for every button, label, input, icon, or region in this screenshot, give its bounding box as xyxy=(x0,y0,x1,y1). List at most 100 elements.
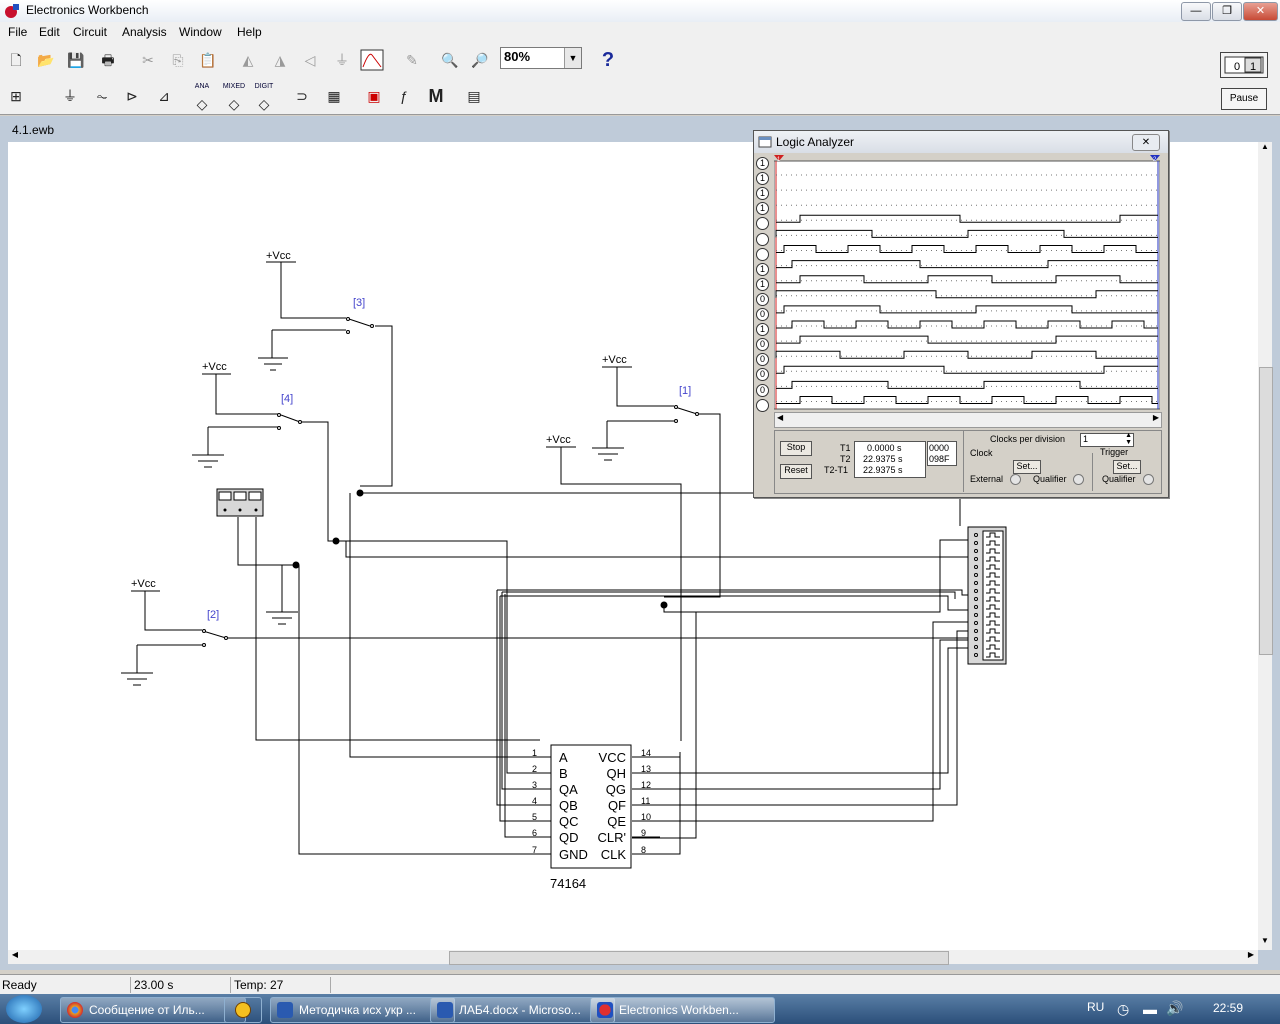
menu-help[interactable]: Help xyxy=(237,25,262,39)
connector-pin[interactable] xyxy=(974,541,978,545)
analog-ics-bin-icon[interactable]: ANA◇ xyxy=(188,82,216,112)
logic-gates-bin-icon[interactable]: ⊃ xyxy=(296,88,308,104)
taskbar-item-ewb[interactable]: Electronics Workben... xyxy=(590,997,775,1023)
clock-qualifier-radio[interactable] xyxy=(1073,474,1084,485)
stop-button[interactable]: Stop xyxy=(780,441,812,456)
scroll-down-icon[interactable]: ▼ xyxy=(1261,936,1269,945)
mixed-ics-bin-icon[interactable]: MIXED◇ xyxy=(222,83,246,112)
scroll-right-icon[interactable]: ▶ xyxy=(1152,413,1159,422)
horizontal-scrollbar[interactable]: ◀ ▶ xyxy=(8,950,1258,965)
save-icon[interactable]: 💾 xyxy=(67,52,85,68)
taskbar-item-chrome[interactable]: Сообщение от Иль... xyxy=(60,997,246,1023)
cursor-2-marker[interactable] xyxy=(1150,155,1160,161)
diodes-bin-icon[interactable]: ⊳ xyxy=(126,88,138,104)
spinner-up-icon[interactable]: ▲ xyxy=(1125,432,1132,439)
waveform-display[interactable]: 1 2 xyxy=(774,155,1160,411)
menu-circuit[interactable]: Circuit xyxy=(73,25,108,39)
scroll-right-icon[interactable]: ▶ xyxy=(1247,950,1255,959)
volume-icon[interactable]: 🔊 xyxy=(1166,1000,1184,1016)
flip-horizontal-icon[interactable]: ◮ xyxy=(274,52,286,68)
sources-bin-icon[interactable]: ⏚ xyxy=(63,88,77,104)
transistors-bin-icon[interactable]: ⊿ xyxy=(158,88,170,104)
vertical-scroll-thumb[interactable] xyxy=(1259,367,1273,655)
connector-pin[interactable] xyxy=(974,637,978,641)
help-button[interactable]: ? xyxy=(601,49,615,71)
connector-pin[interactable] xyxy=(974,645,978,649)
logic-analyzer-connector[interactable] xyxy=(967,526,1007,665)
menu-window[interactable]: Window xyxy=(179,25,222,39)
scroll-up-icon[interactable]: ▲ xyxy=(1261,142,1269,151)
reset-button[interactable]: Reset xyxy=(780,464,812,479)
connector-pin[interactable] xyxy=(974,589,978,593)
network-icon[interactable]: ▬ xyxy=(1143,1001,1157,1017)
connector-pin[interactable] xyxy=(974,629,978,633)
menu-file[interactable]: File xyxy=(8,25,28,39)
digital-bin-icon[interactable]: ▦ xyxy=(327,88,341,104)
cursor-1-marker[interactable] xyxy=(774,155,784,161)
taskbar-item-word-2[interactable]: ЛАБ4.docx - Microso... xyxy=(430,997,615,1023)
favorites-bin-icon[interactable]: ⊞ xyxy=(10,88,22,104)
start-button[interactable] xyxy=(6,995,42,1023)
create-subcircuit-icon[interactable] xyxy=(358,46,386,74)
connector-pin[interactable] xyxy=(974,581,978,585)
miscellaneous-bin-icon[interactable]: M xyxy=(428,86,444,106)
minimize-button[interactable]: — xyxy=(1181,2,1211,21)
connector-pin[interactable] xyxy=(974,613,978,617)
cut-icon[interactable]: ✂ xyxy=(142,52,154,68)
connector-pin[interactable] xyxy=(974,597,978,601)
system-clock[interactable]: 22:59 xyxy=(1213,1001,1244,1015)
new-file-icon[interactable]: 🗋 xyxy=(10,52,22,68)
external-radio[interactable] xyxy=(1010,474,1021,485)
pause-button[interactable]: Pause xyxy=(1221,88,1267,110)
open-folder-icon[interactable]: 📂 xyxy=(37,52,55,68)
description-icon[interactable]: ✎ xyxy=(406,52,418,68)
horizontal-scroll-thumb[interactable] xyxy=(449,951,949,965)
connector-pin[interactable] xyxy=(974,573,978,577)
connector-pin[interactable] xyxy=(974,549,978,553)
menu-edit[interactable]: Edit xyxy=(39,25,60,39)
language-indicator[interactable]: RU xyxy=(1087,1000,1105,1014)
menu-analysis[interactable]: Analysis xyxy=(122,25,167,39)
clock-icon[interactable]: ◷ xyxy=(1117,1001,1130,1017)
flip-vertical-icon[interactable]: ◁ xyxy=(304,52,316,68)
scroll-left-icon[interactable]: ◀ xyxy=(777,413,784,422)
connector-pin[interactable] xyxy=(974,533,978,537)
function-generator[interactable] xyxy=(216,488,264,517)
trigger-set-button[interactable]: Set... xyxy=(1113,460,1141,474)
rotate-icon[interactable]: ◭ xyxy=(242,52,254,68)
copy-icon[interactable]: ⎘ xyxy=(172,52,184,68)
paste-icon[interactable]: 📋 xyxy=(199,52,217,68)
chevron-down-icon[interactable]: ▼ xyxy=(564,48,581,68)
zoom-in-icon[interactable]: 🔎 xyxy=(471,52,489,68)
zoom-select[interactable]: 80% ▼ xyxy=(500,47,582,69)
basic-bin-icon[interactable]: ⏦ xyxy=(96,88,108,104)
logic-analyzer-close-button[interactable]: ✕ xyxy=(1132,134,1160,151)
connector-pin[interactable] xyxy=(974,565,978,569)
connector-pin[interactable] xyxy=(974,653,978,657)
connector-pin[interactable] xyxy=(974,621,978,625)
trigger-qualifier-radio[interactable] xyxy=(1143,474,1154,485)
instruments-bin-icon[interactable]: ▤ xyxy=(467,88,481,104)
waveform-scrollbar[interactable]: ◀ ▶ xyxy=(774,412,1162,428)
controls-bin-icon[interactable]: ƒ xyxy=(400,88,408,104)
scroll-left-icon[interactable]: ◀ xyxy=(11,950,19,959)
clocks-per-division-input[interactable]: 1 ▲ ▼ xyxy=(1080,432,1134,447)
restore-button[interactable]: ❐ xyxy=(1212,2,1242,21)
connector-pin[interactable] xyxy=(974,605,978,609)
connector-pin[interactable] xyxy=(974,557,978,561)
indicators-bin-icon[interactable]: ▣ xyxy=(367,88,381,104)
taskbar-item-word-1[interactable]: Методичка исх укр ... xyxy=(270,997,455,1023)
spinner-down-icon[interactable]: ▼ xyxy=(1125,439,1132,446)
taskbar-item-app[interactable] xyxy=(224,997,262,1023)
circuit-schematic[interactable]: +Vcc +Vcc +Vcc +Vcc +Vcc [3] [4] [1] [2] xyxy=(8,142,1258,950)
vertical-scrollbar[interactable]: ▲ ▼ xyxy=(1258,142,1273,950)
digital-ics-bin-icon[interactable]: DIGIT◇ xyxy=(250,82,278,112)
clock-set-button[interactable]: Set... xyxy=(1013,460,1041,474)
zoom-out-icon[interactable]: 🔍 xyxy=(441,52,459,68)
close-button[interactable]: ✕ xyxy=(1243,2,1278,21)
logic-analyzer-title-bar[interactable]: Logic Analyzer ✕ xyxy=(754,131,1168,153)
component-properties-icon[interactable]: ⏚ xyxy=(335,52,349,68)
